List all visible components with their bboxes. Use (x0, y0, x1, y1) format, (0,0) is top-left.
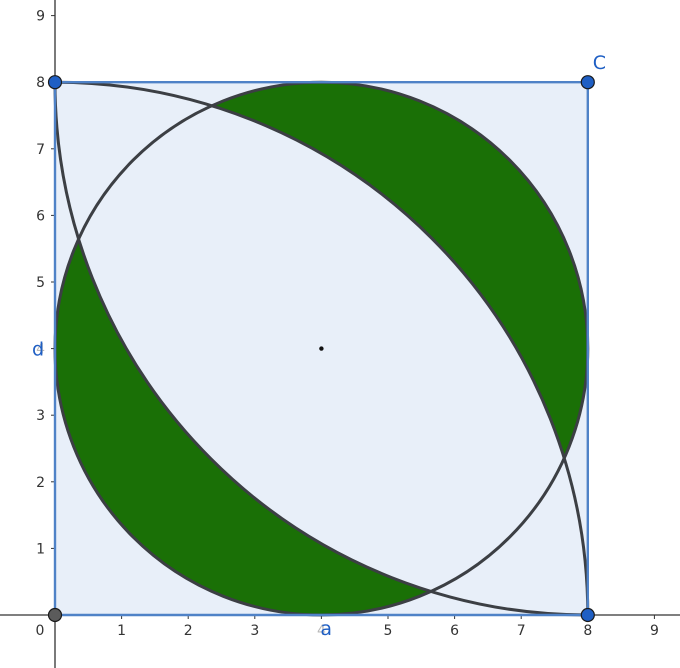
y-tick-label: 9 (36, 9, 45, 25)
y-tick-label: 1 (36, 541, 45, 557)
points-layer (47, 75, 595, 623)
y-tick-label: 4 (36, 342, 45, 358)
point-origin (47, 607, 63, 623)
point-bottom-right (580, 607, 595, 623)
x-tick-label: 6 (450, 623, 459, 639)
y-tick-label: 3 (36, 408, 45, 424)
square-edges-layer (53, 80, 589, 617)
edge-label-d: d (32, 339, 44, 361)
point-label-c: C (593, 52, 606, 74)
quarter-arc-centered-origin (54, 80, 590, 616)
x-tick-label: 8 (583, 623, 592, 639)
point-labels-layer: C d a (32, 52, 606, 640)
y-tick-label: 2 (36, 475, 45, 491)
x-tick-label: 9 (650, 623, 659, 639)
point-top-left (47, 75, 63, 90)
x-tick-label: 1 (117, 623, 126, 639)
x-tick-label: 2 (184, 623, 193, 639)
x-tick-label: 3 (250, 623, 259, 639)
quarter-arc-centered-c (53, 82, 588, 617)
edge-label-a: a (320, 618, 332, 640)
y-tick-label: 7 (36, 142, 45, 158)
x-tick-label: 4 (317, 623, 326, 639)
x-tick-label: 0 (36, 623, 45, 639)
x-tick-label: 7 (517, 623, 526, 639)
y-tick-label: 8 (36, 75, 45, 91)
circle-center-dot (319, 346, 324, 351)
y-tick-label: 5 (36, 275, 45, 291)
point-c (580, 75, 595, 90)
y-tick-label: 6 (36, 208, 45, 224)
x-tick-label: 5 (384, 623, 393, 639)
